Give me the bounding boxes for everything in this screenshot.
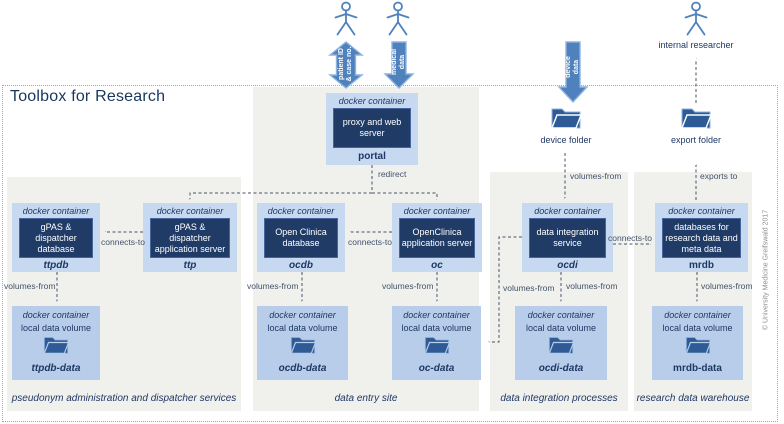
local-data-volume-label: local data volume bbox=[20, 323, 92, 333]
ttpdb-name: ttpdb bbox=[43, 259, 69, 271]
docker-container-label: docker container bbox=[267, 206, 335, 216]
patient-id-arrow-label: patient ID & case no. bbox=[338, 46, 353, 82]
integration-section-label: data integration processes bbox=[500, 393, 618, 404]
folder-icon bbox=[43, 337, 70, 354]
ocdb-box: Open Clinica database bbox=[264, 218, 338, 258]
device-data-arrow-label: device data bbox=[565, 56, 580, 78]
folder-icon bbox=[548, 337, 575, 354]
docker-container-label: docker container bbox=[338, 96, 406, 106]
medical-data-arrow-icon bbox=[383, 41, 415, 89]
mrdb-box: databases for research data and meta dat… bbox=[662, 218, 741, 258]
oc-data-name: oc-data bbox=[418, 363, 455, 374]
docker-container-label: docker container bbox=[22, 206, 90, 216]
copyright-text: © University Medicine Greifswald 2017 bbox=[762, 209, 770, 331]
ocdb-data-name: ocdb-data bbox=[278, 363, 327, 374]
ttpdb-box: gPAS & dispatcher database bbox=[19, 218, 93, 258]
researcher-actor-icon bbox=[684, 1, 708, 36]
connects-to-label: connects-to bbox=[608, 233, 652, 243]
volumes-from-label: volumes-from bbox=[247, 281, 299, 291]
pseudonym-section-label: pseudonym administration and dispatcher … bbox=[11, 393, 237, 404]
docker-container-label: docker container bbox=[664, 309, 731, 320]
clinician-actor-icon bbox=[386, 1, 410, 36]
export-folder-icon bbox=[680, 108, 713, 129]
export-folder-label: export folder bbox=[670, 135, 722, 145]
ocdi-box: data integration service bbox=[529, 218, 606, 258]
container-mrdb: docker container databases for research … bbox=[655, 203, 748, 272]
docker-container-label: docker container bbox=[269, 309, 336, 320]
ttp-name: ttp bbox=[183, 259, 197, 271]
volume-ocdb-data: docker container local data volume ocdb-… bbox=[257, 306, 348, 380]
mrdb-name: mrdb bbox=[689, 259, 714, 271]
medical-data-arrow-label: medical data bbox=[391, 48, 406, 76]
volumes-from-label: volumes-from bbox=[4, 281, 56, 291]
internal-researcher-label: internal researcher bbox=[658, 40, 734, 50]
page-title: Toolbox for Research bbox=[10, 88, 166, 105]
docker-container-label: docker container bbox=[668, 206, 735, 216]
folder-icon bbox=[684, 337, 711, 354]
container-portal: docker container proxy and web server po… bbox=[326, 93, 418, 165]
volumes-from-label: volumes-from bbox=[701, 281, 753, 291]
patient-id-arrow-icon bbox=[328, 41, 364, 89]
device-data-arrow-icon bbox=[557, 41, 589, 104]
container-ttpdb: docker container gPAS & dispatcher datab… bbox=[12, 203, 100, 272]
oc-box: OpenClinica application server bbox=[399, 218, 475, 258]
docker-container-label: docker container bbox=[156, 206, 224, 216]
folder-icon bbox=[289, 337, 316, 354]
docker-container-label: docker container bbox=[527, 309, 595, 320]
connects-to-label: connects-to bbox=[348, 237, 392, 247]
volume-oc-data: docker container local data volume oc-da… bbox=[392, 306, 481, 380]
container-ocdi: docker container data integration servic… bbox=[522, 203, 613, 272]
volumes-from-label: volumes-from bbox=[570, 171, 622, 181]
ttp-box: gPAS & dispatcher application server bbox=[150, 218, 230, 258]
docker-container-label: docker container bbox=[403, 206, 471, 216]
mrdb-data-name: mrdb-data bbox=[673, 363, 722, 374]
docker-container-label: docker container bbox=[403, 309, 470, 320]
ocdi-name: ocdi bbox=[557, 259, 578, 271]
oc-name: oc bbox=[431, 259, 443, 271]
container-oc: docker container OpenClinica application… bbox=[392, 203, 482, 272]
portal-name: portal bbox=[358, 151, 386, 162]
folder-icon bbox=[423, 337, 450, 354]
local-data-volume-label: local data volume bbox=[662, 323, 733, 333]
device-folder-label: device folder bbox=[540, 135, 592, 145]
portal-box: proxy and web server bbox=[333, 108, 411, 148]
docker-container-label: docker container bbox=[22, 309, 90, 320]
volume-ttpdb-data: docker container local data volume ttpdb… bbox=[12, 306, 100, 380]
volume-mrdb-data: docker container local data volume mrdb-… bbox=[652, 306, 743, 380]
local-data-volume-label: local data volume bbox=[267, 323, 338, 333]
exports-to-label: exports to bbox=[700, 171, 738, 181]
device-folder-icon bbox=[550, 108, 583, 129]
redirect-label: redirect bbox=[378, 169, 407, 179]
data-entry-section-label: data entry site bbox=[334, 393, 398, 404]
docker-container-label: docker container bbox=[534, 206, 601, 216]
connects-to-label: connects-to bbox=[101, 237, 145, 247]
volumes-from-label: volumes-from bbox=[503, 283, 555, 293]
volumes-from-label: volumes-from bbox=[382, 281, 434, 291]
patient-actor-icon bbox=[334, 1, 358, 36]
volume-ocdi-data: docker container local data volume ocdi-… bbox=[515, 306, 607, 380]
local-data-volume-label: local data volume bbox=[525, 323, 597, 333]
container-ttp: docker container gPAS & dispatcher appli… bbox=[143, 203, 237, 272]
warehouse-section-label: research data warehouse bbox=[636, 393, 750, 404]
local-data-volume-label: local data volume bbox=[401, 323, 472, 333]
ttpdb-data-name: ttpdb-data bbox=[31, 363, 81, 374]
ocdb-name: ocdb bbox=[289, 259, 313, 271]
ocdi-data-name: ocdi-data bbox=[538, 363, 584, 374]
volumes-from-label: volumes-from bbox=[566, 281, 618, 291]
toolbox-border bbox=[2, 85, 778, 422]
container-ocdb: docker container Open Clinica database o… bbox=[257, 203, 345, 272]
